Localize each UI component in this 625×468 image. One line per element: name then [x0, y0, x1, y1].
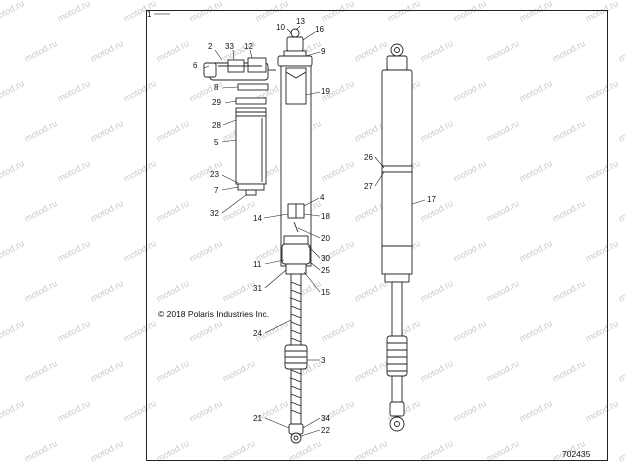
leader-lines	[154, 13, 426, 437]
callout-6: 6	[193, 61, 198, 70]
callout-1: 1	[147, 10, 152, 19]
callout-7: 7	[214, 186, 219, 195]
callout-32: 32	[210, 209, 219, 218]
callout-25: 25	[321, 266, 330, 275]
callout-28: 28	[212, 121, 221, 130]
callout-18: 18	[321, 212, 330, 221]
callout-14: 14	[253, 214, 262, 223]
callout-15: 15	[321, 288, 330, 297]
callout-19: 19	[321, 87, 330, 96]
copyright-notice: © 2018 Polaris Industries Inc.	[158, 309, 270, 319]
callout-34: 34	[321, 414, 330, 423]
callout-3: 3	[321, 356, 326, 365]
callout-26: 26	[364, 153, 373, 162]
callout-4: 4	[320, 193, 325, 202]
callout-33: 33	[225, 42, 234, 51]
callout-27: 27	[364, 182, 373, 191]
callout-12: 12	[244, 42, 253, 51]
main-shock-exploded	[277, 28, 313, 444]
callout-30: 30	[321, 254, 330, 263]
callout-31: 31	[253, 284, 262, 293]
reservoir-assembly	[203, 57, 276, 196]
callout-22: 22	[321, 426, 330, 435]
callout-2: 2	[208, 42, 213, 51]
callout-24: 24	[253, 329, 262, 338]
callout-16: 16	[315, 25, 324, 34]
callout-21: 21	[253, 414, 262, 423]
callouts: 1 2 33 12 6 8 29 28 5 23 7 32 10 13 16 9…	[147, 10, 436, 435]
callout-8: 8	[214, 83, 219, 92]
callout-11: 11	[253, 260, 262, 269]
callout-29: 29	[212, 98, 221, 107]
callout-5: 5	[214, 138, 219, 147]
drawing-number: 702435	[562, 449, 591, 459]
callout-20: 20	[321, 234, 330, 243]
callout-9: 9	[321, 47, 326, 56]
diagram-frame	[146, 10, 608, 461]
callout-23: 23	[210, 170, 219, 179]
callout-17: 17	[427, 195, 436, 204]
assembled-shock	[381, 43, 413, 432]
callout-13: 13	[296, 17, 305, 26]
callout-10: 10	[276, 23, 285, 32]
